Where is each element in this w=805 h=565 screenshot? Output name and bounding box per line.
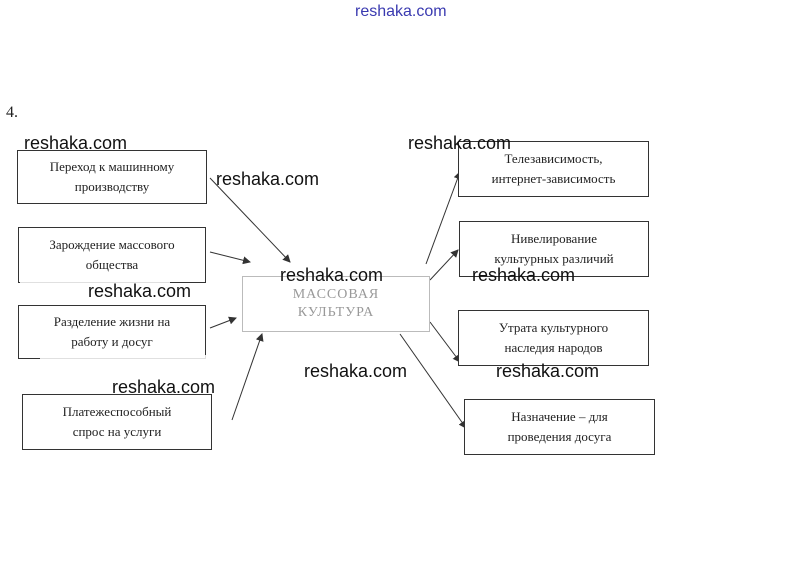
effect-node-2: Нивелирование культурных различий xyxy=(459,221,649,277)
cause-node-2: Зарождение массового общества xyxy=(18,227,206,283)
image-artifact xyxy=(500,378,630,382)
effect-node-4: Назначение – для проведения досуга xyxy=(464,399,655,455)
cause-node-3: Разделение жизни на работу и досуг xyxy=(18,305,206,359)
watermark: reshaka.com xyxy=(88,281,192,301)
effect-node-1: Телезависимость, интернет-зависимость xyxy=(458,141,649,197)
site-header-link[interactable]: reshaka.com xyxy=(355,3,447,20)
center-node-mass-culture: МАССОВАЯ КУЛЬТУРА xyxy=(242,276,430,332)
effect-node-3-line-1: Утрата культурного xyxy=(498,320,609,335)
image-artifact xyxy=(20,280,170,286)
watermark: reshaka.com xyxy=(280,265,384,285)
watermark: reshaka.com xyxy=(472,265,576,285)
effect-node-3-line-2: наследия народов xyxy=(504,340,603,355)
cause-node-2-line-1: Зарождение массового xyxy=(49,237,175,252)
cause-node-4-line-2: спрос на услуги xyxy=(72,424,162,439)
arrow-cause-3 xyxy=(209,316,237,329)
watermark: reshaka.com xyxy=(408,133,512,153)
task-number: 4. xyxy=(6,104,18,121)
arrow-effect-1 xyxy=(425,171,462,265)
cause-node-4-line-1: Платежеспособный xyxy=(62,404,172,419)
cause-node-1: Переход к машинному производству xyxy=(17,150,207,204)
cause-node-1-line-1: Переход к машинному xyxy=(49,159,175,174)
image-artifact xyxy=(540,285,660,290)
watermark: reshaka.com xyxy=(216,169,320,189)
arrow-cause-2 xyxy=(209,251,251,265)
effect-node-4-line-2: проведения досуга xyxy=(507,429,612,444)
cause-node-3-line-1: Разделение жизни на xyxy=(53,314,171,329)
image-artifact xyxy=(60,296,180,300)
watermark: reshaka.com xyxy=(496,361,600,381)
effect-node-3: Утрата культурного наследия народов xyxy=(458,310,649,366)
cause-node-3-line-2: работу и досуг xyxy=(71,334,153,349)
watermark: reshaka.com xyxy=(24,133,128,153)
cause-node-2-line-2: общества xyxy=(85,257,139,272)
arrow-effect-2 xyxy=(429,249,459,281)
effect-node-2-line-2: культурных различий xyxy=(494,251,614,266)
center-node-line-1: МАССОВАЯ xyxy=(292,287,380,302)
cause-node-4: Платежеспособный спрос на услуги xyxy=(22,394,212,450)
image-artifact xyxy=(40,355,240,360)
arrow-effect-4 xyxy=(399,333,467,429)
effect-node-1-line-1: Телезависимость, xyxy=(504,151,603,166)
effect-node-4-line-1: Назначение – для xyxy=(511,409,608,424)
effect-node-2-line-1: Нивелирование xyxy=(510,231,598,246)
arrow-effect-3 xyxy=(429,321,461,363)
watermark: reshaka.com xyxy=(112,377,216,397)
arrow-cause-1 xyxy=(209,177,291,263)
effect-node-1-line-2: интернет-зависимость xyxy=(491,171,616,186)
center-node-line-2: КУЛЬТУРА xyxy=(297,305,375,320)
watermark: reshaka.com xyxy=(304,361,408,381)
cause-node-1-line-2: производству xyxy=(74,179,150,194)
arrow-cause-4 xyxy=(231,333,264,421)
